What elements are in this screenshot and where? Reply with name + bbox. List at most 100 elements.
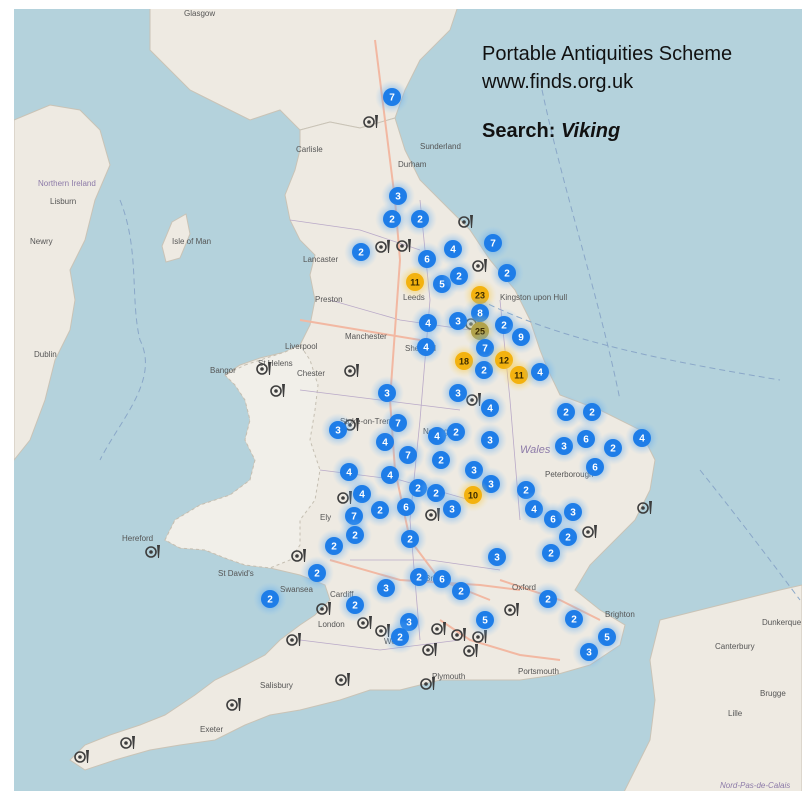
cluster-marker[interactable]: 2 xyxy=(439,415,473,449)
single-find-dot xyxy=(400,244,404,248)
single-find-dot xyxy=(467,649,471,653)
caption-url[interactable]: www.finds.org.uk xyxy=(482,71,634,93)
single-find-marker[interactable] xyxy=(74,750,89,763)
place-label: Lille xyxy=(728,709,743,718)
cluster-core xyxy=(539,590,557,608)
single-find-marker[interactable] xyxy=(504,603,519,616)
single-find-dot xyxy=(508,608,512,612)
cluster-marker[interactable]: 2 xyxy=(375,202,409,236)
single-find-marker[interactable] xyxy=(420,677,435,690)
single-find-marker[interactable] xyxy=(344,364,359,377)
cluster-marker[interactable]: 2 xyxy=(557,602,591,636)
cluster-core xyxy=(353,485,371,503)
cluster-core xyxy=(381,466,399,484)
cluster-marker[interactable]: 3 xyxy=(435,492,469,526)
single-find-dot xyxy=(426,648,430,652)
cluster-marker[interactable]: 3 xyxy=(441,376,475,410)
single-find-pin-icon xyxy=(387,240,390,253)
single-find-marker[interactable] xyxy=(637,501,652,514)
cluster-count: 6 xyxy=(550,515,556,526)
cluster-marker[interactable]: 7 xyxy=(375,80,409,114)
single-find-marker[interactable] xyxy=(145,545,160,558)
single-find-pin-icon xyxy=(408,239,411,252)
cluster-marker[interactable]: 4 xyxy=(373,458,407,492)
cluster-marker[interactable]: 5 xyxy=(468,603,502,637)
single-find-dot xyxy=(379,245,383,249)
place-label: Dublin xyxy=(34,350,57,359)
cluster-marker[interactable]: 2 xyxy=(338,588,372,622)
cluster-core xyxy=(378,384,396,402)
cluster-marker[interactable]: 6 xyxy=(578,450,612,484)
cluster-count: 4 xyxy=(531,505,537,516)
place-label: Sunderland xyxy=(420,142,461,151)
cluster-marker[interactable]: 4 xyxy=(473,391,507,425)
single-find-marker[interactable] xyxy=(226,698,241,711)
cluster-count: 4 xyxy=(450,245,456,256)
cluster-marker[interactable]: 3 xyxy=(473,423,507,457)
land-wales xyxy=(164,344,321,569)
cluster-marker[interactable]: 4 xyxy=(409,330,443,364)
cluster-marker[interactable]: 2 xyxy=(253,582,287,616)
cluster-count: 6 xyxy=(424,255,430,266)
cluster-marker[interactable]: 2 xyxy=(300,556,334,590)
cluster-count: 2 xyxy=(433,489,439,500)
cluster-marker[interactable]: 2 xyxy=(531,582,565,616)
single-find-marker[interactable] xyxy=(431,622,446,635)
place-label: Hereford xyxy=(122,534,153,543)
cluster-marker[interactable]: 2 xyxy=(424,443,458,477)
single-find-dot xyxy=(290,638,294,642)
single-find-marker[interactable] xyxy=(422,643,437,656)
cluster-marker[interactable]: 2 xyxy=(444,574,478,608)
single-find-ring xyxy=(396,240,408,252)
cluster-marker[interactable]: 7 xyxy=(476,226,510,260)
single-find-marker[interactable] xyxy=(396,239,411,252)
cluster-marker[interactable]: 2 xyxy=(317,529,351,563)
cluster-marker[interactable]: 2 xyxy=(383,620,417,654)
cluster-marker[interactable]: 4 xyxy=(436,232,470,266)
cluster-marker[interactable]: 3 xyxy=(370,376,404,410)
cluster-count: 4 xyxy=(639,434,645,445)
cluster-count: 6 xyxy=(439,575,445,586)
cluster-marker[interactable]: 3 xyxy=(321,413,355,447)
cluster-marker[interactable]: 4 xyxy=(625,421,659,455)
cluster-marker[interactable]: 3 xyxy=(369,571,403,605)
cluster-marker[interactable]: 3 xyxy=(572,635,606,669)
cluster-marker[interactable]: 2 xyxy=(393,522,427,556)
single-find-marker[interactable] xyxy=(316,602,331,615)
cluster-core xyxy=(383,210,401,228)
cluster-count: 2 xyxy=(352,601,358,612)
cluster-marker[interactable]: 11 xyxy=(398,265,432,299)
cluster-marker[interactable]: 2 xyxy=(575,395,609,429)
single-find-marker[interactable] xyxy=(286,633,301,646)
place-label: Peterborough xyxy=(545,470,593,479)
place-label: Kingston upon Hull xyxy=(500,293,567,302)
single-find-marker[interactable] xyxy=(291,549,306,562)
search-label: Search: xyxy=(482,120,556,142)
single-find-marker[interactable] xyxy=(335,673,350,686)
single-find-marker[interactable] xyxy=(363,115,378,128)
place-label: Wales xyxy=(520,444,551,456)
image-border-left xyxy=(0,0,14,800)
cluster-marker[interactable]: 2 xyxy=(534,536,568,570)
cluster-count: 7 xyxy=(395,419,401,430)
cluster-marker[interactable]: 2 xyxy=(344,235,378,269)
single-find-marker[interactable] xyxy=(120,736,135,749)
single-find-marker[interactable] xyxy=(458,215,473,228)
single-find-marker[interactable] xyxy=(463,644,478,657)
cluster-marker[interactable]: 2 xyxy=(490,256,524,290)
cluster-marker[interactable]: 3 xyxy=(480,540,514,574)
cluster-marker[interactable]: 2 xyxy=(403,202,437,236)
single-find-marker[interactable] xyxy=(451,628,466,641)
cluster-core xyxy=(419,314,437,332)
single-find-pin-icon xyxy=(298,633,301,646)
single-find-marker[interactable] xyxy=(472,259,487,272)
single-find-marker[interactable] xyxy=(270,384,285,397)
cluster-marker[interactable]: 2 xyxy=(549,395,583,429)
cluster-marker[interactable]: 4 xyxy=(523,355,557,389)
cluster-marker[interactable]: 6 xyxy=(569,422,603,456)
cluster-count: 2 xyxy=(438,456,444,467)
cluster-core xyxy=(488,548,506,566)
single-find-marker[interactable] xyxy=(256,362,271,375)
